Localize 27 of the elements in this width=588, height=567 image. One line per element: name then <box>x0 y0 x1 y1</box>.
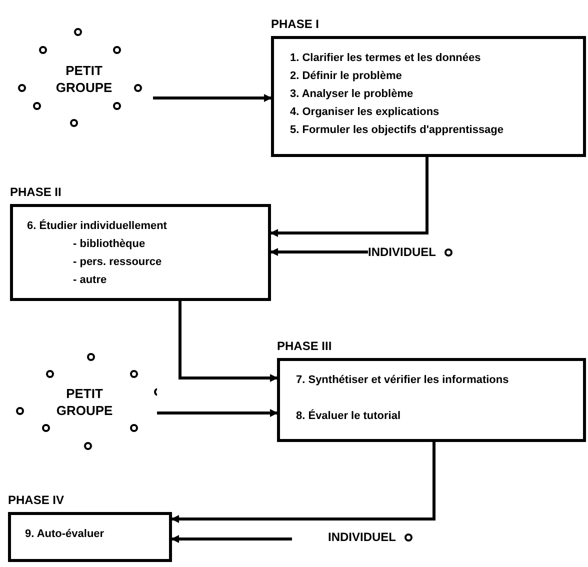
step-text: - pers. ressource <box>73 255 162 270</box>
arrow <box>171 442 436 523</box>
step-text: - autre <box>73 273 107 288</box>
step-text: 9. Auto-évaluer <box>25 527 104 542</box>
step-text: - bibliothèque <box>73 237 146 252</box>
group-label: PETIT GROUPE <box>55 385 114 419</box>
step-text: 5. Formuler les objectifs d'apprentissage <box>290 123 504 138</box>
step-text: 3. Analyser le problème <box>290 87 414 102</box>
step-text: 4. Organiser les explications <box>290 105 440 120</box>
phase-heading: PHASE II <box>10 184 62 201</box>
node-label: INDIVIDUEL <box>328 529 396 546</box>
step-text: 1. Clarifier les termes et les données <box>290 51 481 66</box>
step-text: 2. Définir le problème <box>290 69 402 84</box>
arrow <box>270 157 428 237</box>
step-text: 6. Étudier individuellement <box>27 218 167 234</box>
arrow <box>171 535 292 543</box>
phase-heading: PHASE III <box>277 338 332 355</box>
node-label: INDIVIDUEL <box>368 244 436 261</box>
phase-heading: PHASE I <box>271 16 320 33</box>
arrow <box>270 248 368 256</box>
arrow <box>178 301 278 382</box>
arrow <box>153 94 272 102</box>
group-label: PETIT GROUPE <box>54 62 114 96</box>
step-text: 8. Évaluer le tutorial <box>296 408 401 424</box>
arrow <box>157 409 278 417</box>
step-text: 7. Synthétiser et vérifier les informations <box>296 373 509 388</box>
phase-heading: PHASE IV <box>8 492 64 509</box>
